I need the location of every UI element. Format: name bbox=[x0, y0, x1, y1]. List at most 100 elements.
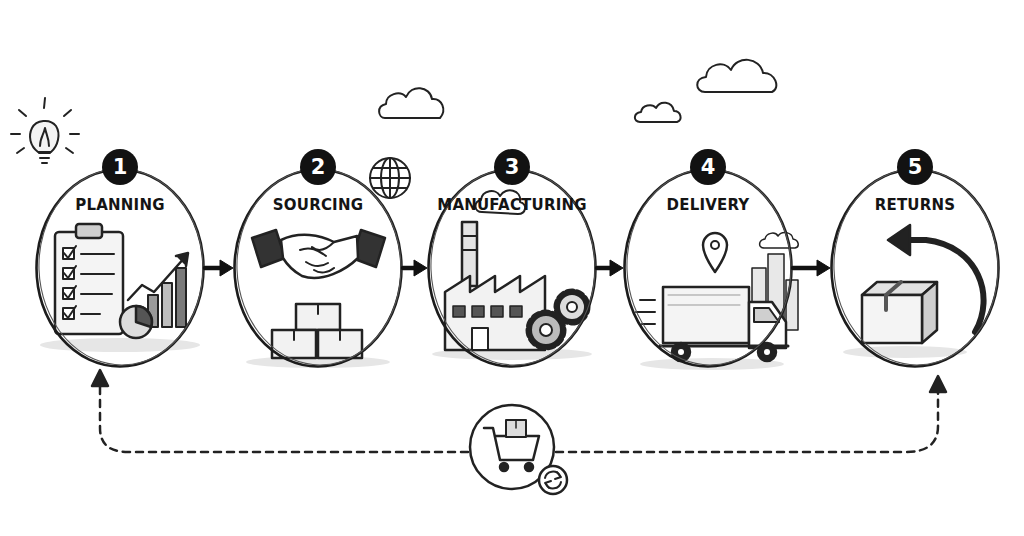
delivery-illustration-part bbox=[636, 300, 655, 324]
feedback-loop-part bbox=[556, 390, 938, 452]
manufacturing-illustration-part bbox=[540, 324, 552, 336]
step-title: PLANNING bbox=[39, 196, 201, 214]
returns-illustration-part bbox=[886, 282, 901, 310]
lightbulb-icon-part bbox=[39, 153, 50, 163]
circle-outline-sketch bbox=[831, 166, 1002, 368]
cloud-part bbox=[635, 103, 681, 122]
sourcing-illustration-part bbox=[281, 235, 358, 278]
step-title: RETURNS bbox=[834, 196, 996, 214]
planning-illustration-part bbox=[64, 246, 76, 318]
step-title: DELIVERY bbox=[627, 196, 789, 214]
returns-illustration-part bbox=[862, 295, 922, 343]
manufacturing-illustration-part bbox=[453, 306, 465, 317]
planning-illustration-part bbox=[128, 256, 186, 300]
arrow-head bbox=[610, 260, 623, 276]
manufacturing-illustration-part bbox=[510, 306, 522, 317]
flow-arrow bbox=[403, 260, 427, 276]
planning-illustration-part bbox=[162, 283, 172, 327]
planning-illustration bbox=[40, 224, 200, 352]
planning-illustration-part bbox=[176, 253, 188, 266]
flow-arrow bbox=[597, 260, 623, 276]
cart-icon-part bbox=[506, 420, 526, 437]
step-title: MANUFACTURING bbox=[431, 196, 593, 214]
delivery-illustration-part bbox=[678, 349, 684, 355]
step-title: SOURCING bbox=[237, 196, 399, 214]
returns-illustration-part bbox=[922, 282, 937, 343]
flow-arrow-line bbox=[205, 266, 223, 271]
sourcing-illustration-part bbox=[300, 242, 334, 272]
manufacturing-illustration-part bbox=[491, 306, 503, 317]
feedback-loop-part bbox=[92, 370, 108, 386]
planning-illustration-part bbox=[55, 232, 123, 334]
feedback-loop-part bbox=[930, 376, 946, 392]
circle-outline-sketch bbox=[234, 166, 405, 368]
lightbulb-icon bbox=[11, 98, 79, 163]
step-number: 3 bbox=[494, 149, 530, 185]
cloud bbox=[379, 60, 798, 248]
arrow-head bbox=[220, 260, 233, 276]
cart-icon-part bbox=[539, 466, 567, 494]
lightbulb-icon-part bbox=[40, 128, 49, 146]
manufacturing-illustration-part bbox=[531, 315, 561, 345]
delivery-illustration-part bbox=[754, 308, 779, 322]
step-number: 4 bbox=[690, 149, 726, 185]
delivery-illustration-part bbox=[703, 233, 727, 272]
globe-icon-part bbox=[370, 158, 410, 198]
delivery-illustration-part bbox=[764, 349, 770, 355]
arrow-head bbox=[817, 260, 830, 276]
cart-icon bbox=[470, 405, 567, 494]
process-circle: 1PLANNING bbox=[35, 168, 205, 368]
arrow-head bbox=[414, 260, 427, 276]
cloud-part bbox=[697, 60, 776, 92]
delivery-illustration-part bbox=[668, 295, 740, 305]
flow-arrow-line bbox=[597, 266, 613, 271]
circle-outline-sketch bbox=[36, 166, 207, 368]
cloud-part bbox=[760, 232, 799, 248]
delivery-illustration-part bbox=[749, 302, 786, 348]
circle-outline-sketch bbox=[624, 166, 795, 368]
globe-icon-part bbox=[370, 158, 410, 198]
manufacturing-illustration-part bbox=[567, 302, 577, 312]
circle-outline-sketch bbox=[428, 166, 599, 368]
returns-illustration-part bbox=[906, 240, 984, 332]
lightbulb-icon-part bbox=[30, 121, 58, 152]
returns-illustration-part bbox=[843, 346, 967, 358]
step-number: 2 bbox=[300, 149, 336, 185]
planning-illustration-part bbox=[176, 268, 186, 327]
cart-icon-part bbox=[515, 420, 517, 428]
step-number: 1 bbox=[102, 149, 138, 185]
manufacturing-illustration-part bbox=[529, 313, 563, 347]
feedback-loop-part bbox=[100, 384, 468, 452]
cart-icon-part bbox=[545, 472, 561, 488]
manufacturing-illustration-part bbox=[472, 328, 488, 350]
process-circle: 4DELIVERY bbox=[623, 168, 793, 368]
lightbulb-icon-part bbox=[11, 98, 79, 153]
planning-illustration-part bbox=[136, 306, 152, 327]
manufacturing-illustration-part bbox=[472, 306, 484, 317]
returns-illustration-part bbox=[888, 225, 910, 255]
process-circle: 3MANUFACTURING bbox=[427, 168, 597, 368]
delivery-illustration-part bbox=[786, 280, 798, 330]
delivery-illustration-part bbox=[663, 287, 749, 343]
process-circle: 5RETURNS bbox=[830, 168, 1000, 368]
cart-icon-part bbox=[525, 463, 533, 471]
process-circle: 2SOURCING bbox=[233, 168, 403, 368]
globe-icon bbox=[370, 158, 410, 198]
flow-arrow-line bbox=[403, 266, 417, 271]
sourcing-illustration-part bbox=[294, 304, 340, 340]
flow-arrow bbox=[205, 260, 233, 276]
cart-icon-part bbox=[545, 472, 561, 489]
planning-illustration-part bbox=[120, 306, 152, 338]
planning-illustration-part bbox=[76, 224, 102, 238]
flow-arrow-line bbox=[793, 266, 820, 271]
manufacturing-illustration-part bbox=[462, 236, 477, 250]
flow-arrow bbox=[793, 260, 830, 276]
sourcing-illustration-part bbox=[252, 230, 285, 267]
returns-illustration bbox=[843, 225, 984, 358]
manufacturing-illustration-part bbox=[559, 294, 585, 320]
delivery-illustration-part bbox=[711, 241, 719, 249]
manufacturing-illustration bbox=[432, 190, 592, 360]
cloud-part bbox=[379, 88, 443, 118]
